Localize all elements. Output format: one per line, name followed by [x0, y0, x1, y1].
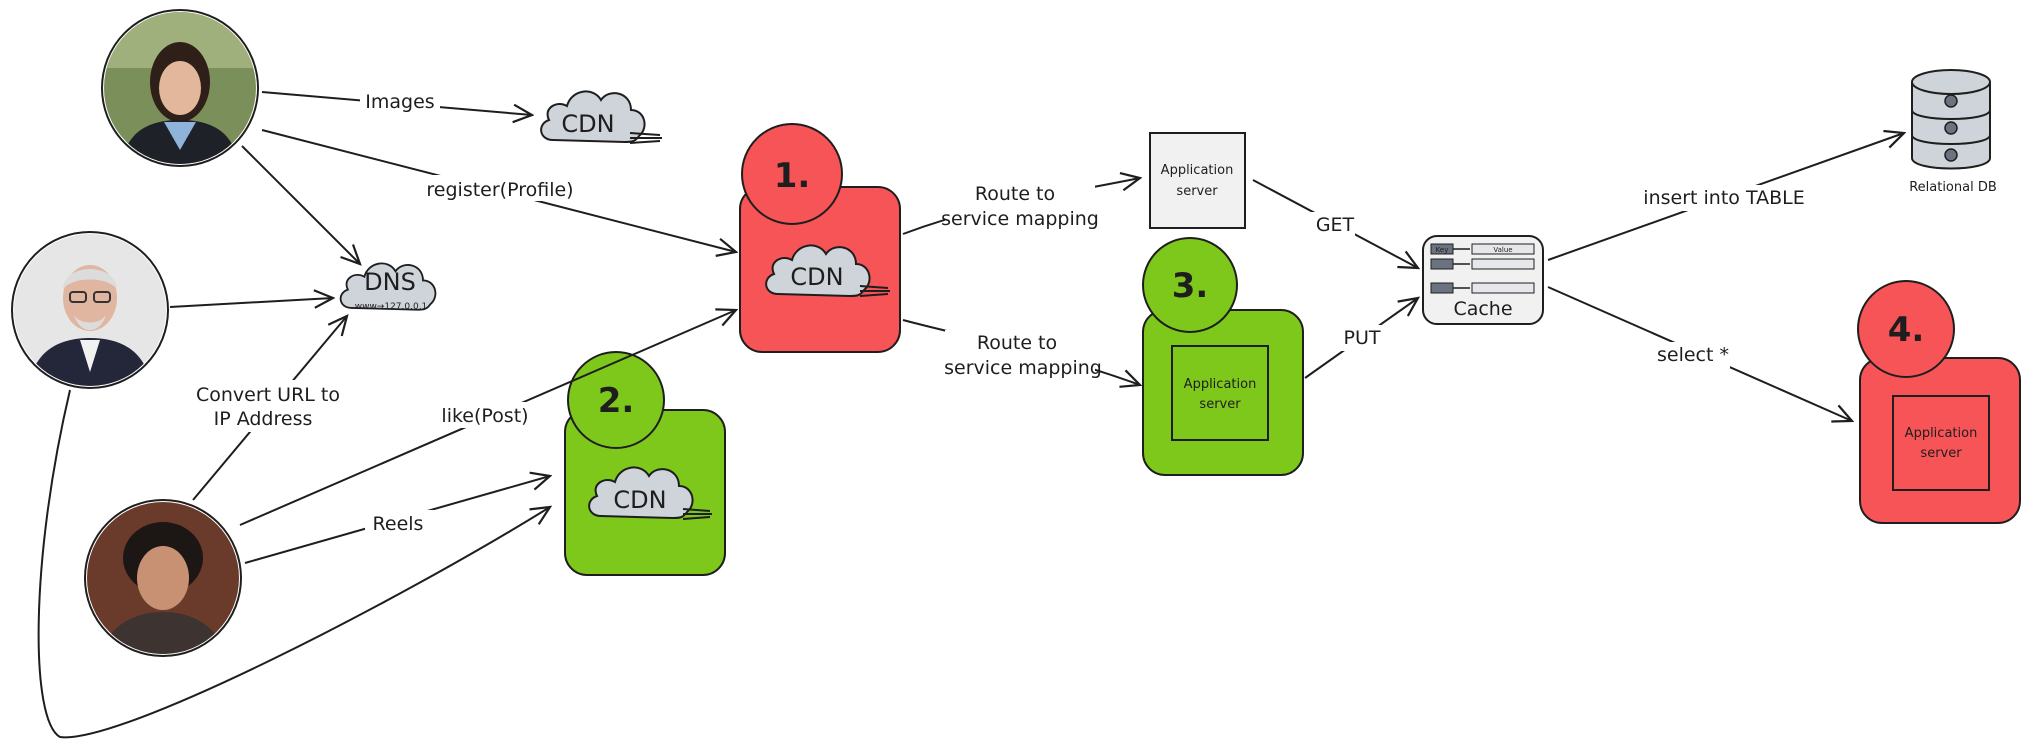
relational-db-node: Relational DB [1909, 69, 1997, 195]
label-get: GET [1316, 214, 1355, 236]
cdn-2-label: CDN [613, 486, 666, 514]
cdn-images-node: CDN [540, 90, 662, 144]
label-convert-url-1: Convert URL to [196, 384, 340, 406]
user-avatar-man-glasses [11, 231, 169, 389]
label-route-2-line1: Route to [977, 332, 1057, 354]
label-reels: Reels [373, 513, 424, 535]
cache-label: Cache [1453, 298, 1512, 320]
app-server-3-line2: server [1199, 397, 1241, 412]
cache-node: Key Value Cache [1422, 235, 1544, 325]
arrow-man-to-service-2 [37, 389, 550, 739]
relational-db-label: Relational DB [1909, 180, 1997, 195]
label-route-1-line1: Route to [975, 183, 1055, 205]
cdn-images-label: CDN [561, 110, 614, 138]
application-server-plain: Application server [1149, 132, 1246, 229]
dns-ip-label: www→127.0.0.1 [355, 302, 428, 312]
service-3-box: 3. Application server [1142, 237, 1304, 476]
label-images: Images [365, 91, 434, 113]
app-server-4-line2: server [1920, 446, 1962, 461]
arrow-man-to-dns [169, 298, 333, 307]
user-avatar-woman [101, 9, 259, 167]
badge-3: 3. [1172, 266, 1209, 306]
label-select-star: select * [1657, 344, 1729, 366]
arrow-woman-to-dns [241, 145, 360, 264]
cdn-1-label: CDN [790, 263, 843, 291]
label-insert-into-table: insert into TABLE [1643, 187, 1804, 209]
label-convert-url-2: IP Address [214, 408, 313, 430]
dns-node: DNS www→127.0.0.1 [339, 262, 437, 312]
badge-4: 4. [1888, 310, 1925, 350]
badge-2: 2. [598, 381, 635, 421]
dns-label: DNS [364, 268, 416, 296]
edge-labels: Images register(Profile) Convert URL to … [180, 88, 1817, 536]
service-1-box: 1. CDN [739, 123, 901, 353]
label-put: PUT [1344, 327, 1381, 349]
cache-key-label: Key [1436, 246, 1449, 254]
label-like-post: like(Post) [441, 405, 528, 427]
service-2-box: 2. CDN [564, 351, 726, 576]
app-server-4-line1: Application [1905, 426, 1978, 441]
cache-value-label: Value [1493, 246, 1512, 254]
app-server-3-line1: Application [1184, 377, 1257, 392]
label-register-profile: register(Profile) [426, 179, 573, 201]
service-4-box: 4. Application server [1857, 280, 2021, 524]
app-server-plain-line2: server [1176, 184, 1218, 199]
badge-1: 1. [774, 156, 811, 196]
user-avatar-man-curly [84, 499, 242, 657]
label-route-2-line2: service mapping [944, 357, 1102, 379]
app-server-plain-line1: Application [1161, 163, 1234, 178]
label-route-1-line2: service mapping [941, 208, 1099, 230]
